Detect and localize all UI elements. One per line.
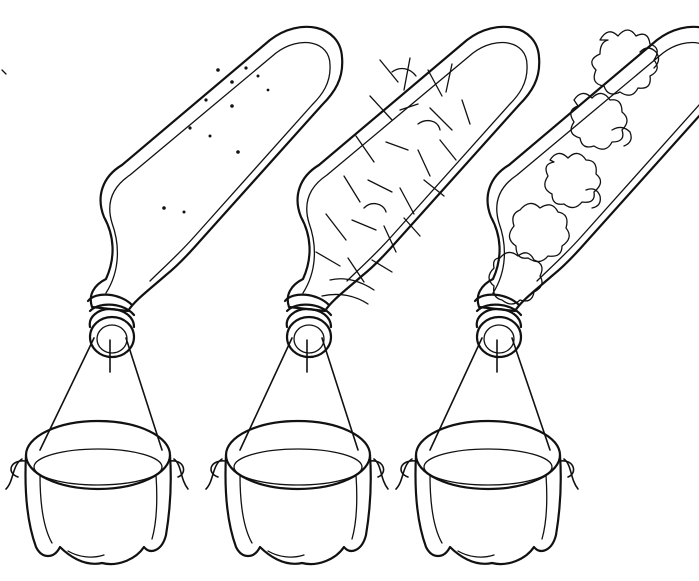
water-bubbles-icon [162,66,269,213]
plant-cup [396,338,578,564]
plant-bottle [475,27,699,357]
water-cup [6,338,188,564]
water-bottle [88,27,342,357]
station-plant [396,27,699,564]
margin-tick [2,70,6,74]
soil-cup [206,338,388,564]
leafy-plant-icon [489,30,659,304]
soil-chunks-icon [316,58,470,304]
